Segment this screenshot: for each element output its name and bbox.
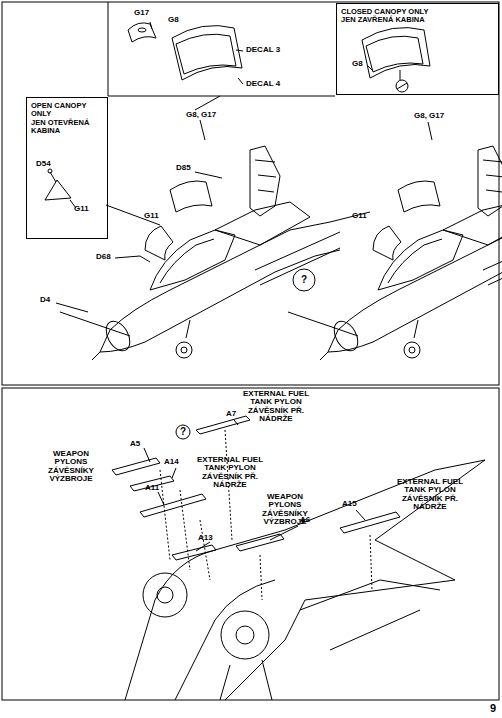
- canopy-parts: [128, 22, 430, 92]
- part-number: A14: [164, 458, 179, 466]
- page-number: 9: [490, 703, 496, 715]
- question-mark: ?: [180, 427, 186, 438]
- part-number: A7: [226, 410, 236, 418]
- note-text: CLOSED CANOPY ONLY: [337, 8, 498, 16]
- part-number: G8, G17: [414, 112, 444, 120]
- mirror-detail: [45, 169, 160, 225]
- fuselage-underside: [125, 430, 485, 700]
- pylon-note: EXTERNAL FUEL TANK PYLON ZÁVĚSNÍK PŘ. NÁ…: [390, 478, 470, 512]
- part-number: D68: [96, 253, 111, 261]
- part-number: D85: [176, 164, 191, 172]
- part-number: G11: [352, 212, 367, 220]
- note-text: OPEN CANOPY ONLY: [27, 102, 107, 119]
- pylon-note: EXTERNAL FUEL TANK PYLON ZÁVĚSNÍK PŘ. NÁ…: [236, 390, 316, 424]
- note-text: JEN ZAVŘENÁ KABINA: [337, 16, 498, 24]
- part-number: G8: [352, 60, 363, 68]
- part-number: G17: [134, 9, 149, 17]
- note-text: JEN OTEVŘENÁ KABINA: [27, 119, 107, 136]
- part-number: A6: [300, 516, 310, 524]
- part-number: G11: [144, 212, 159, 220]
- part-number: G8: [168, 16, 179, 24]
- part-number: G8, G17: [186, 111, 216, 119]
- part-number: D4: [40, 296, 50, 304]
- question-mark: ?: [301, 275, 307, 286]
- note-box: CLOSED CANOPY ONLYJEN ZAVŘENÁ KABINA: [336, 3, 499, 95]
- part-number: A13: [198, 534, 213, 542]
- part-number: A11: [145, 484, 159, 492]
- pylon-note: WEAPON PYLONS ZÁVĚSNÍKY VÝZBROJE: [36, 450, 106, 484]
- panel-frames: [2, 2, 499, 700]
- decal-number: DECAL 3: [246, 46, 280, 54]
- aircraft-nose: [60, 146, 370, 360]
- decal-number: DECAL 4: [246, 80, 280, 88]
- leader-lines: [56, 96, 432, 439]
- leader-lines: [144, 420, 365, 551]
- part-number: A15: [342, 500, 357, 508]
- part-number: D54: [36, 160, 51, 168]
- pylon-note: EXTERNAL FUEL TANK PYLON ZÁVĚSNÍK PŘ. NÁ…: [190, 456, 270, 490]
- part-number: G11: [74, 205, 89, 213]
- part-number: A5: [130, 440, 140, 448]
